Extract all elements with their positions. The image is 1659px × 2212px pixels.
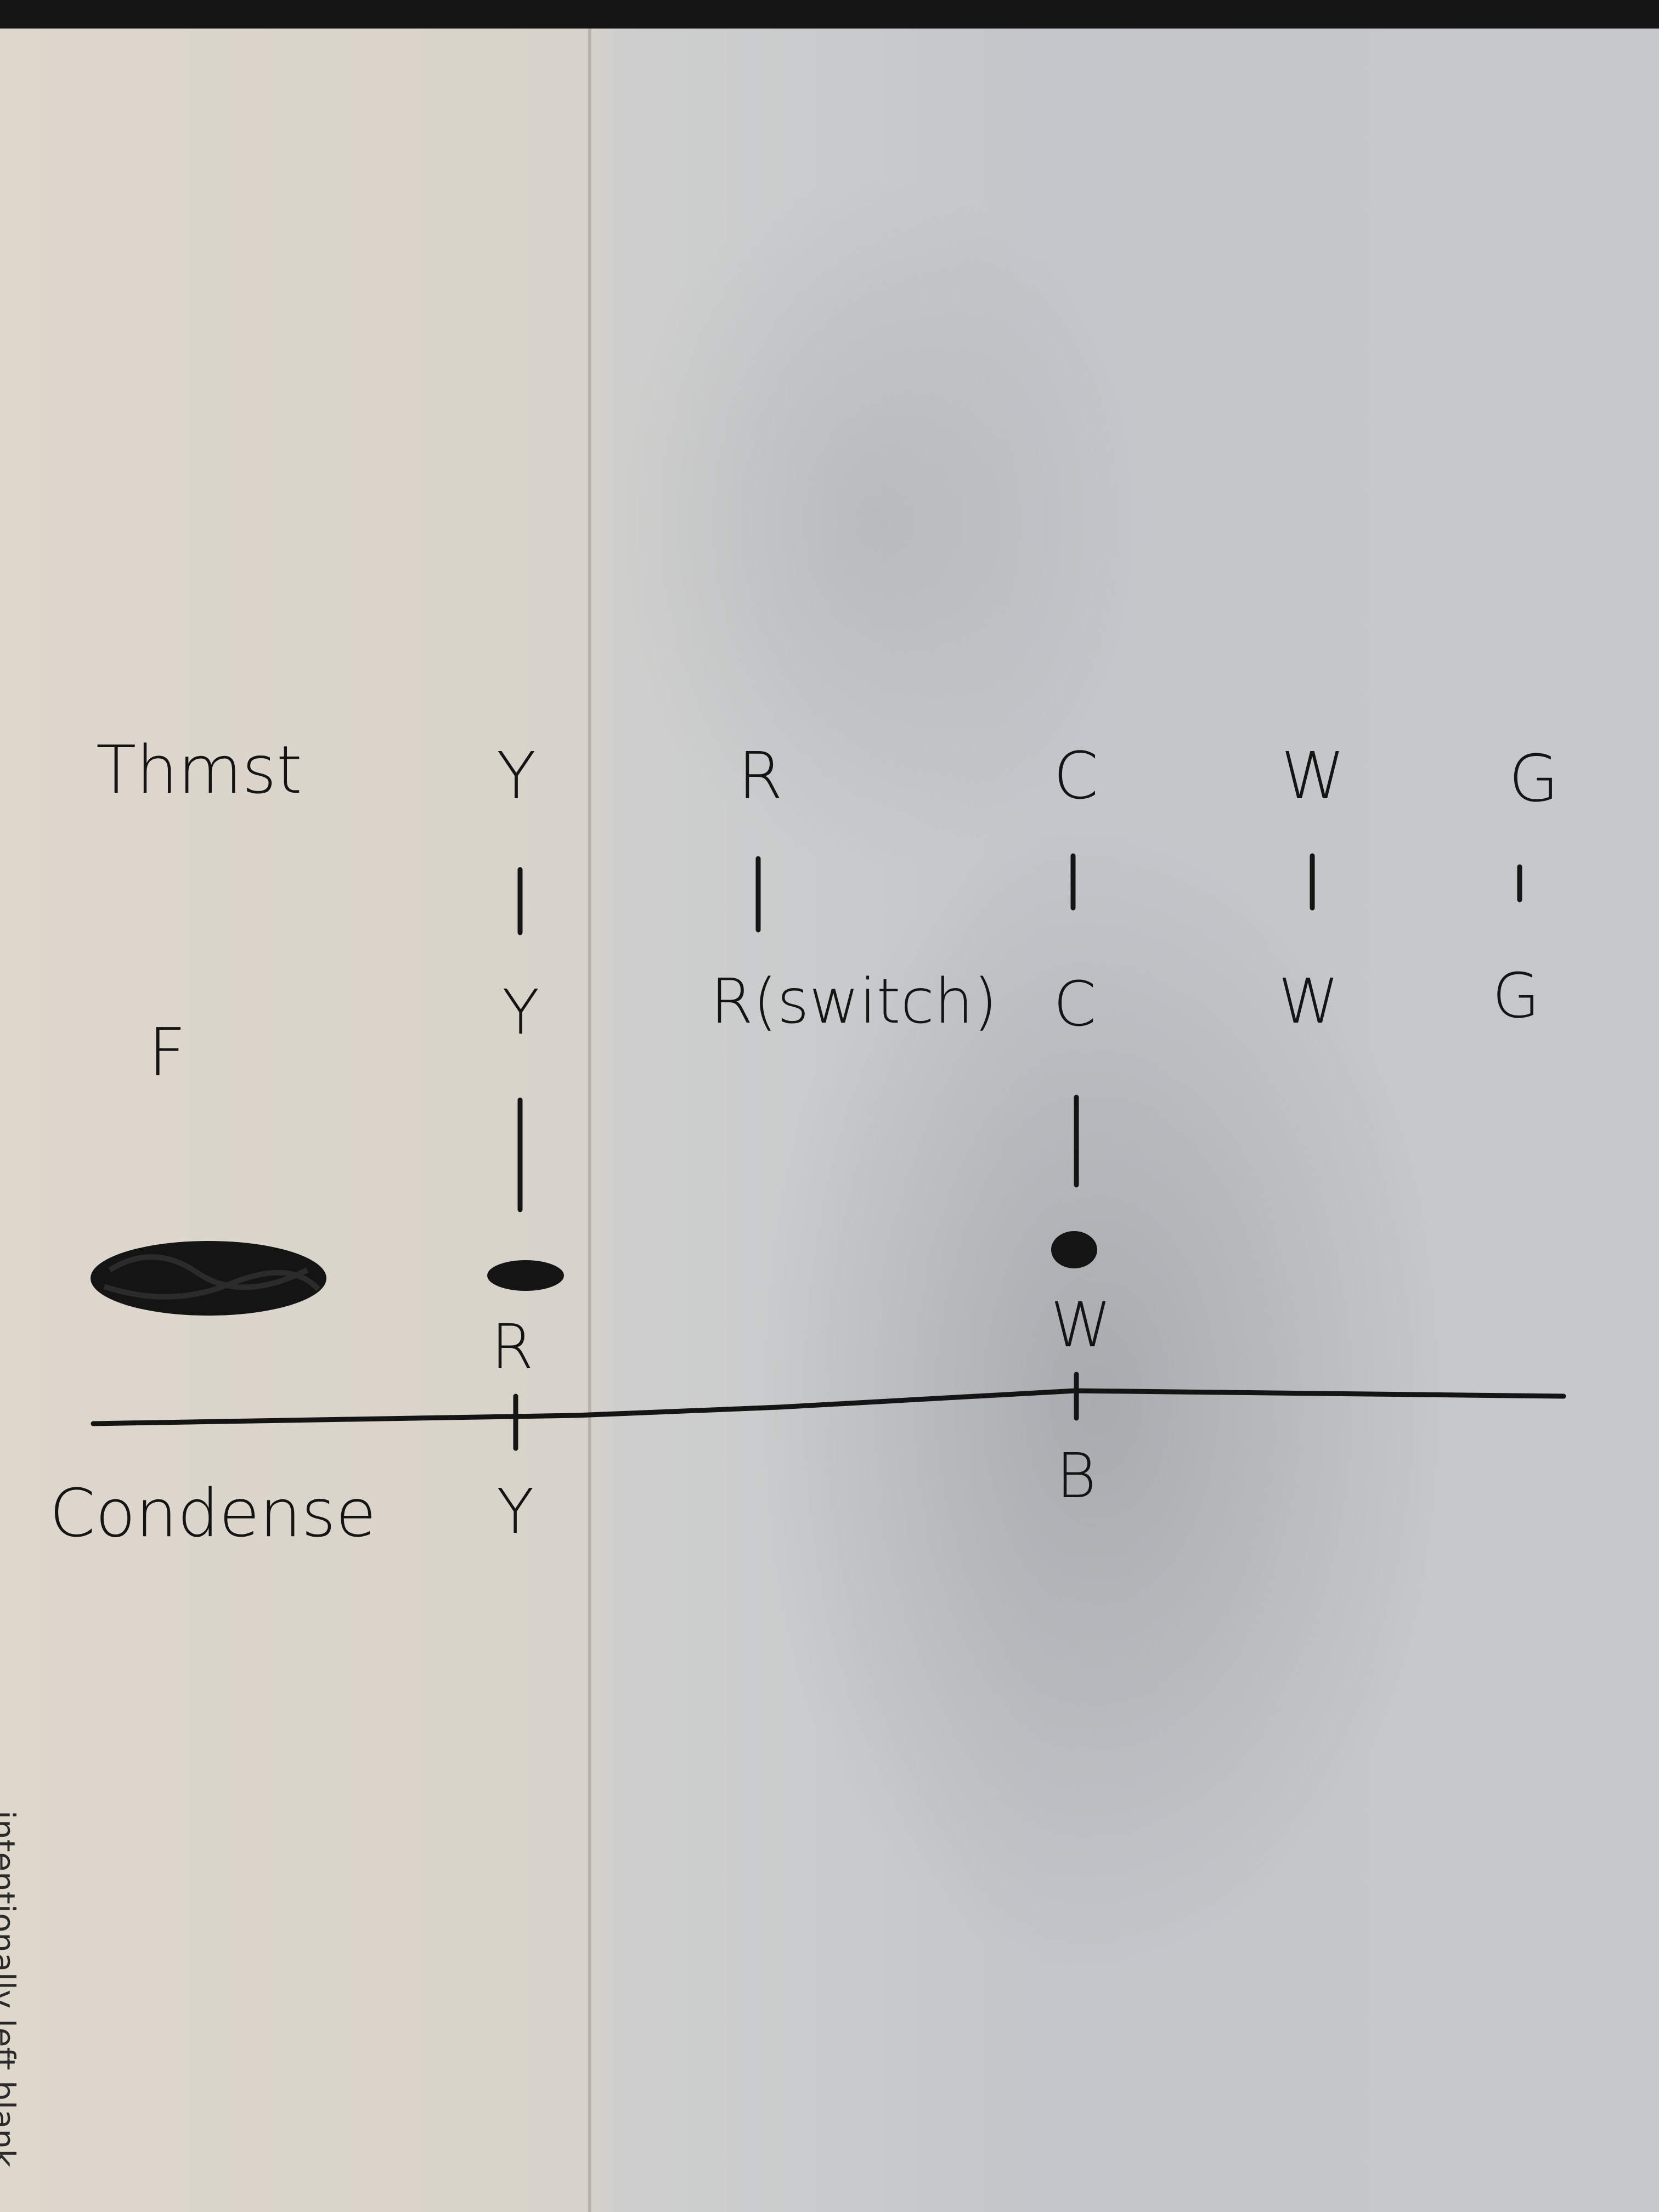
furnace-terminal-y: Y xyxy=(502,977,540,1048)
furnace-terminal-g: G xyxy=(1492,961,1540,1032)
thermostat-terminal-g: G xyxy=(1509,741,1559,816)
unit-terminal-r: R xyxy=(491,1312,534,1383)
thermostat-terminal-w: W xyxy=(1281,738,1345,814)
thermostat-terminal-r: R xyxy=(738,738,783,814)
scribbled-out-label xyxy=(91,1241,326,1316)
page-edge-print: intentionally left blank xyxy=(0,1810,22,2168)
condenser-terminal-b: B xyxy=(1056,1441,1097,1512)
furnace-label: F xyxy=(148,1015,187,1091)
furnace-terminal-c: C xyxy=(1053,969,1097,1040)
thermostat-label: Thmst xyxy=(96,732,302,809)
paper-fold-line xyxy=(588,29,591,2212)
photo-top-border xyxy=(0,0,1659,29)
divider-line xyxy=(91,1388,1566,1426)
scribble-y-column xyxy=(487,1260,564,1291)
condenser-label: Condense xyxy=(49,1476,376,1552)
unit-terminal-w: W xyxy=(1051,1290,1111,1361)
furnace-terminal-w: W xyxy=(1278,966,1339,1037)
paper-sheet xyxy=(0,29,1659,2212)
thermostat-terminal-c: C xyxy=(1053,738,1099,814)
condenser-terminal-y: Y xyxy=(496,1476,534,1548)
scribble-c-column xyxy=(1051,1231,1097,1268)
thermostat-terminal-y: Y xyxy=(496,738,537,814)
furnace-terminal-r-switch: R(switch) xyxy=(710,966,997,1037)
